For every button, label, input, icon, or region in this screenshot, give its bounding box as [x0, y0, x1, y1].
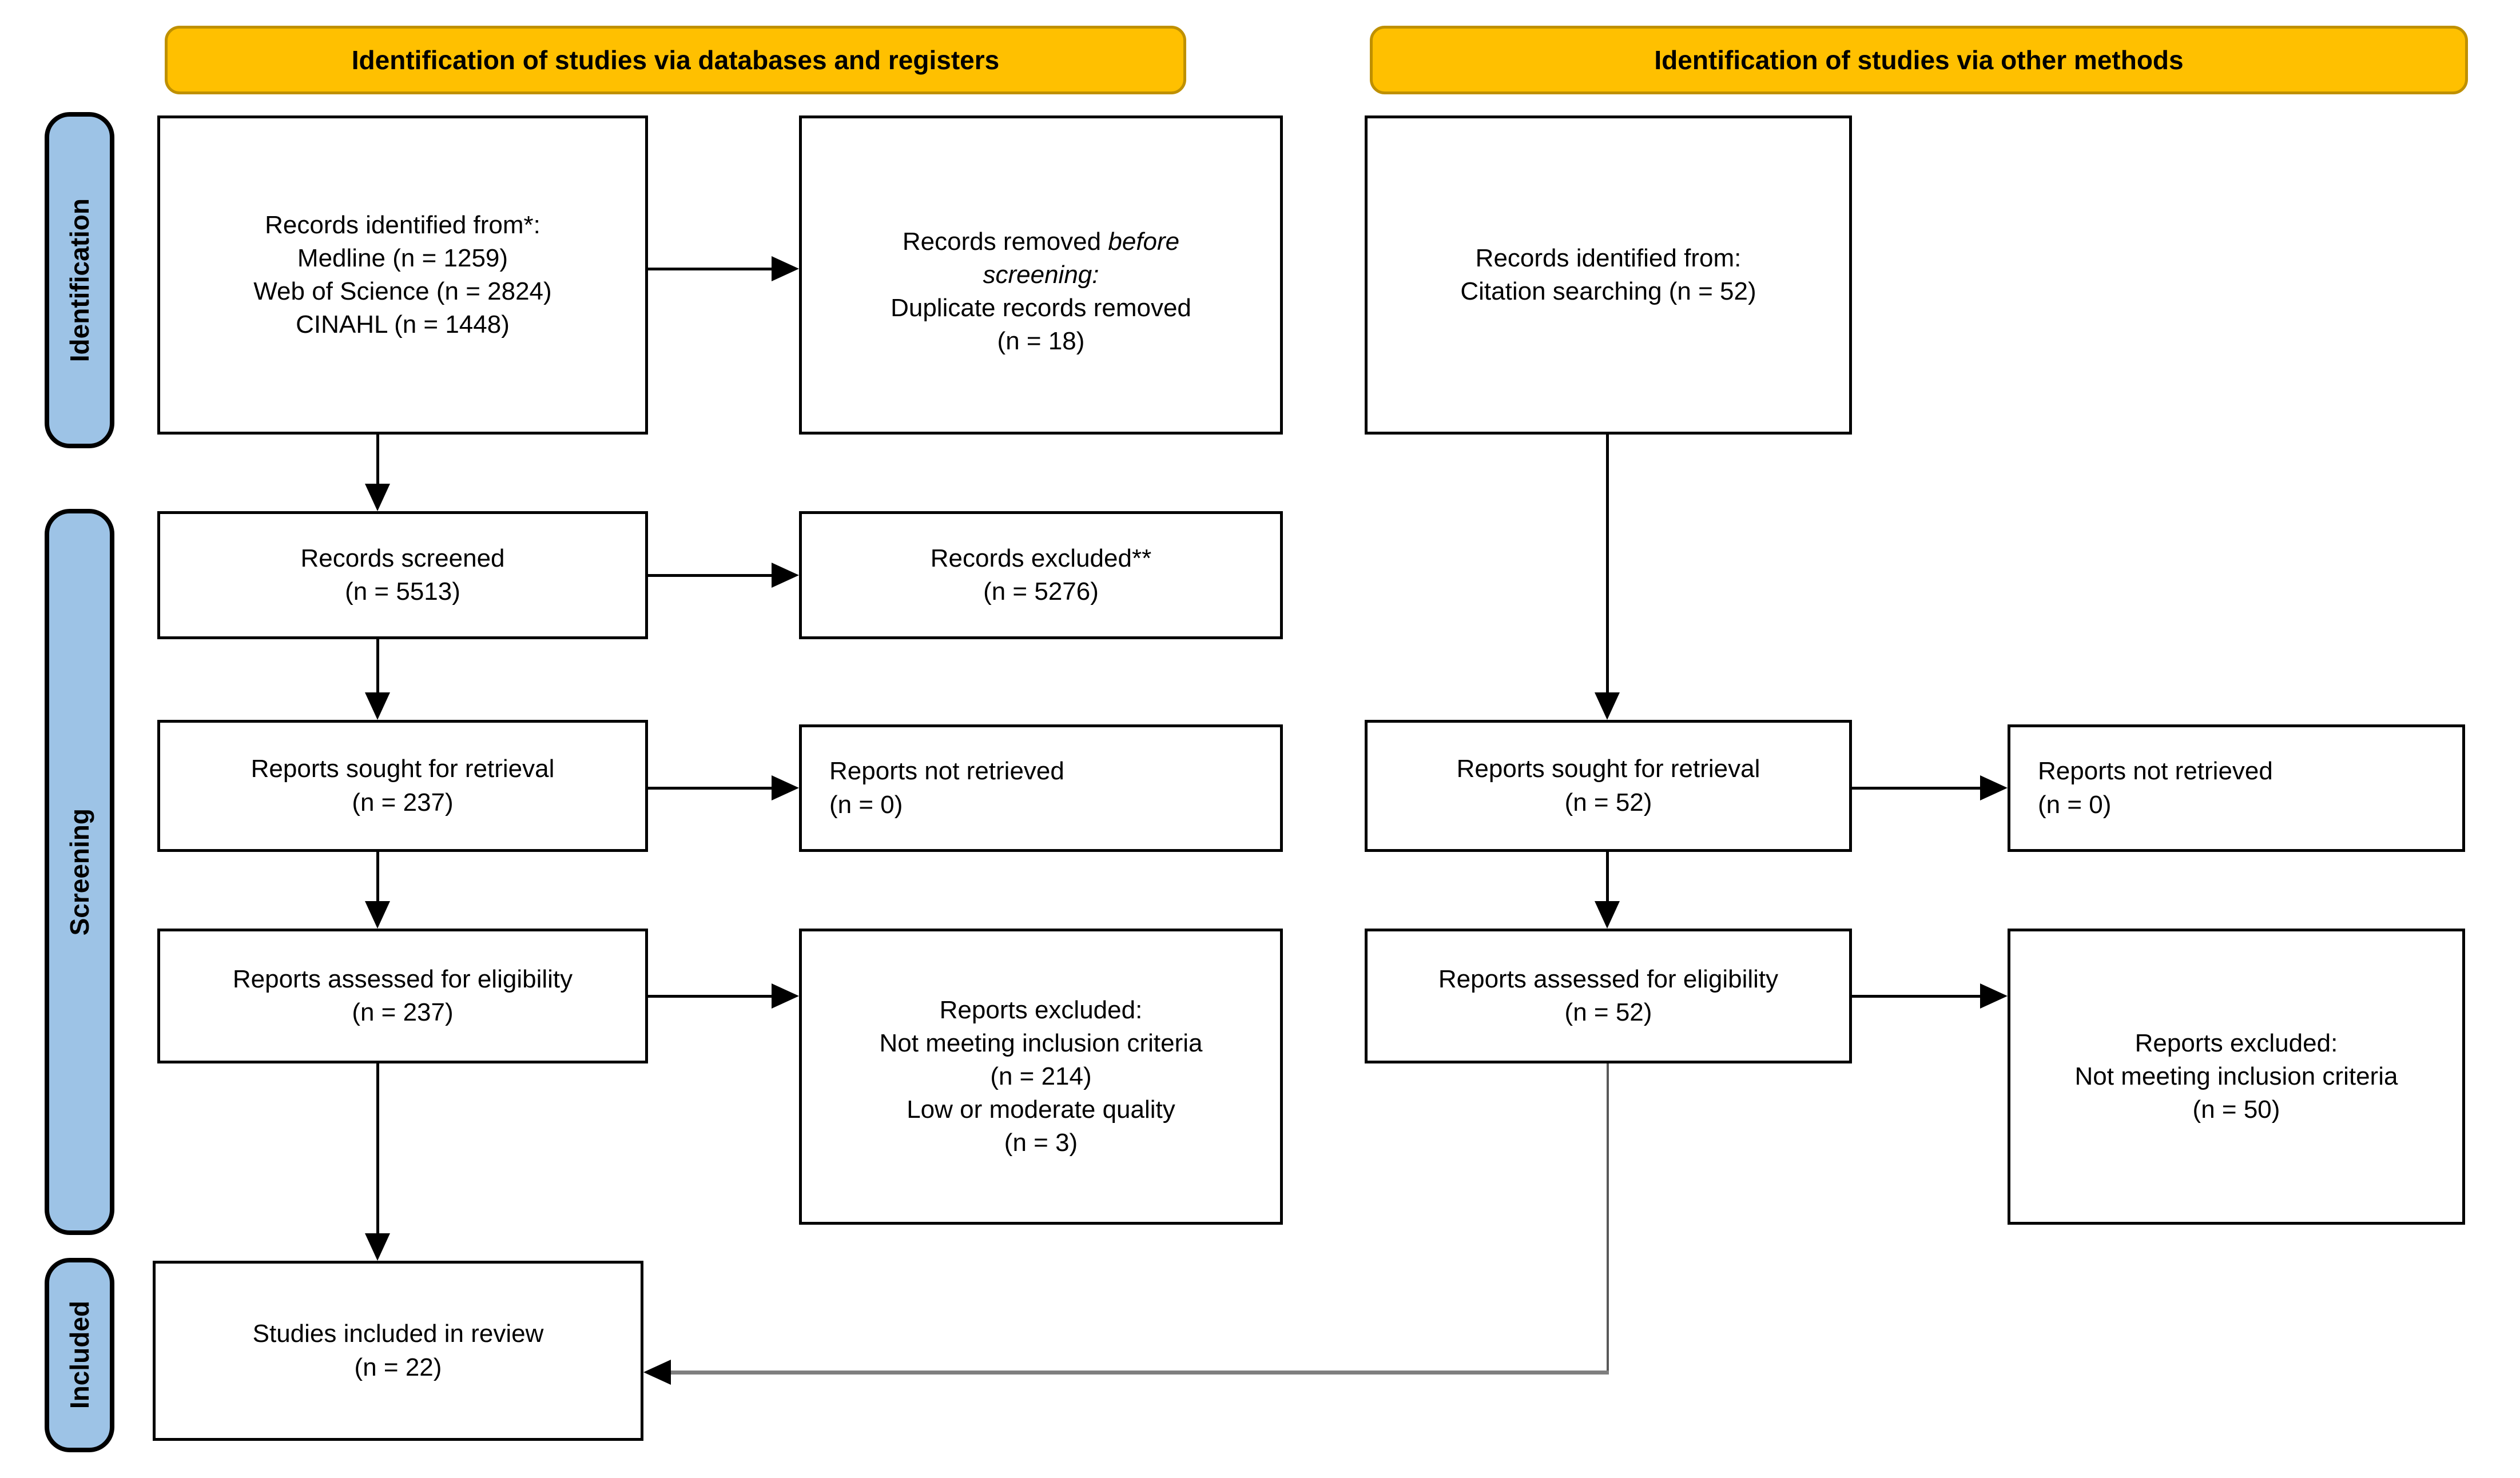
box-reports-not-retrieved-other-text: Reports not retrieved (n = 0) [2038, 757, 2273, 819]
arrow-assessed-to-included-line [376, 1063, 379, 1234]
stage-identification: Identification [45, 112, 114, 448]
box-reports-not-retrieved-other: Reports not retrieved (n = 0) [2008, 724, 2465, 852]
arrow-assessed-to-excluded-head [772, 983, 799, 1009]
box-reports-excluded-databases: Reports excluded: Not meeting inclusion … [799, 929, 1283, 1225]
box-reports-not-retrieved-databases: Reports not retrieved (n = 0) [799, 724, 1283, 852]
banner-databases-registers-label: Identification of studies via databases … [351, 45, 1000, 75]
box-reports-sought-databases: Reports sought for retrieval (n = 237) [157, 720, 648, 852]
arrow-citation-to-sought-head [1595, 692, 1620, 720]
box-studies-included: Studies included in review (n = 22) [153, 1261, 643, 1441]
arrow-screened-to-sought-line [376, 639, 379, 694]
arrow-citation-to-sought-line [1606, 435, 1609, 694]
stage-screening-label: Screening [65, 808, 94, 936]
box-reports-assessed-databases-text: Reports assessed for eligibility (n = 23… [232, 965, 573, 1026]
banner-other-methods-label: Identification of studies via other meth… [1654, 45, 2184, 75]
arrow-sought-other-to-assessed-line [1606, 852, 1609, 902]
arrow-sought-to-notretrieved-line [648, 787, 772, 790]
box-records-identified-databases-text: Records identified from*: Medline (n = 1… [253, 210, 552, 339]
box-records-identified-other: Records identified from: Citation search… [1365, 115, 1852, 435]
arrow-identified-to-removed-head [772, 256, 799, 281]
arrow-other-to-included-horizontal-line [671, 1371, 1609, 1375]
box-records-identified-databases: Records identified from*: Medline (n = 1… [157, 115, 648, 435]
box-studies-included-text: Studies included in review (n = 22) [252, 1320, 544, 1381]
banner-databases-registers: Identification of studies via databases … [165, 26, 1186, 94]
arrow-sought-to-assessed-line [376, 852, 379, 902]
arrow-assessed-other-to-excluded-head [1980, 983, 2008, 1009]
arrow-identified-to-removed-line [648, 268, 772, 270]
box-records-excluded: Records excluded** (n = 5276) [799, 511, 1283, 639]
box-records-removed-before-screening-text: Records removed before screening: Duplic… [891, 192, 1191, 358]
box-reports-sought-databases-text: Reports sought for retrieval (n = 237) [251, 755, 555, 816]
arrow-screened-to-excluded-line [648, 574, 772, 577]
arrow-screened-to-excluded-head [772, 563, 799, 588]
box-reports-assessed-other: Reports assessed for eligibility (n = 52… [1365, 929, 1852, 1063]
box-reports-assessed-databases: Reports assessed for eligibility (n = 23… [157, 929, 648, 1063]
box-reports-sought-other: Reports sought for retrieval (n = 52) [1365, 720, 1852, 852]
arrow-other-to-included-vertical-line [1607, 1063, 1609, 1372]
arrow-assessed-to-excluded-line [648, 995, 772, 998]
box-records-excluded-text: Records excluded** (n = 5276) [930, 544, 1152, 605]
box-reports-excluded-other: Reports excluded: Not meeting inclusion … [2008, 929, 2465, 1225]
arrow-other-to-included-head [643, 1360, 671, 1385]
banner-other-methods: Identification of studies via other meth… [1370, 26, 2468, 94]
stage-included: Included [45, 1258, 114, 1452]
records-removed-italic: before screening: [983, 227, 1180, 289]
stage-included-label: Included [65, 1301, 94, 1409]
stage-screening: Screening [45, 509, 114, 1235]
arrow-sought-to-notretrieved-head [772, 775, 799, 800]
records-removed-prefix: Records removed [902, 227, 1108, 256]
arrow-sought-other-to-assessed-head [1595, 901, 1620, 929]
arrow-screened-to-sought-head [365, 692, 390, 720]
records-removed-rest: Duplicate records removed (n = 18) [891, 294, 1191, 356]
box-reports-excluded-other-text: Reports excluded: Not meeting inclusion … [2074, 1029, 2398, 1124]
arrow-sought-other-to-notretrieved-line [1852, 787, 1980, 790]
arrow-sought-other-to-notretrieved-head [1980, 775, 2008, 800]
box-reports-assessed-other-text: Reports assessed for eligibility (n = 52… [1438, 965, 1779, 1026]
box-reports-not-retrieved-databases-text: Reports not retrieved (n = 0) [829, 757, 1064, 819]
stage-identification-label: Identification [65, 198, 94, 362]
arrow-sought-to-assessed-head [365, 901, 390, 929]
arrow-assessed-other-to-excluded-line [1852, 995, 1980, 998]
box-reports-excluded-databases-text: Reports excluded: Not meeting inclusion … [879, 995, 1203, 1157]
box-records-screened: Records screened (n = 5513) [157, 511, 648, 639]
box-records-removed-before-screening: Records removed before screening: Duplic… [799, 115, 1283, 435]
box-reports-sought-other-text: Reports sought for retrieval (n = 52) [1456, 755, 1760, 816]
arrow-identified-to-screened-head [365, 484, 390, 511]
box-records-identified-other-text: Records identified from: Citation search… [1460, 244, 1756, 305]
box-records-screened-text: Records screened (n = 5513) [300, 544, 505, 605]
arrow-identified-to-screened-line [376, 435, 379, 487]
arrow-assessed-to-included-head [365, 1233, 390, 1261]
